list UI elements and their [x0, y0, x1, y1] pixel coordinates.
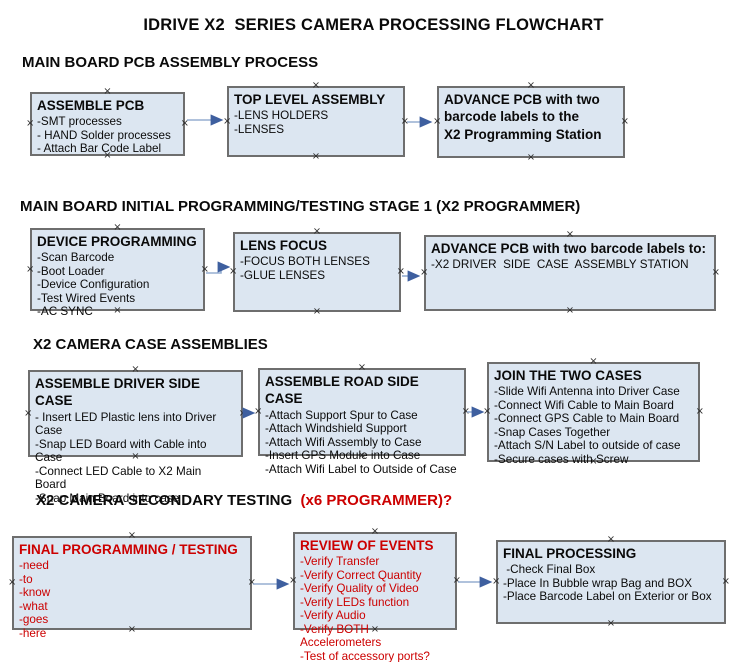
flow-box-top-level-assembly[interactable]: TOP LEVEL ASSEMBLY -LENS HOLDERS-LENSES … [223, 81, 409, 162]
box-line: - HAND Solder processes [37, 128, 171, 142]
flow-box-advance-pcb-driver-side-station[interactable]: ADVANCE PCB with two barcode labels to: … [420, 230, 720, 316]
box-line: -Snap Main Board into case [35, 491, 180, 505]
flow-box-final-processing[interactable]: FINAL PROCESSING -Check Final Box-Place … [492, 535, 730, 629]
box-line: -AC SYNC [37, 305, 93, 319]
box-line: -Verify Audio [300, 609, 366, 623]
page-title: IDRIVE X2 SERIES CAMERA PROCESSING FLOWC… [143, 16, 604, 34]
flow-box-assemble-road-side-case[interactable]: ASSEMBLE ROAD SIDE CASE -Attach Support … [254, 363, 470, 476]
box-line: -Boot Loader [37, 264, 105, 278]
box-lines: -Slide Wifi Antenna into Driver Case-Con… [494, 385, 692, 466]
box-line: -Insert GPS Module into Case [265, 449, 421, 463]
box-line: -Snap Cases Together [494, 425, 611, 439]
box-line: -Secure cases with Screw [494, 452, 629, 466]
box-title: ASSEMBLE DRIVER SIDE CASE [35, 376, 201, 409]
box-lines: -need-to-know-what-goes-here [19, 559, 244, 640]
section-heading-case-assemblies: X2 CAMERA CASE ASSEMBLIES [33, 336, 268, 353]
box-line: -Verify LEDs function [300, 595, 410, 609]
box-line: -Place In Bubble wrap Bag and BOX [503, 576, 693, 590]
box-title: DEVICE PROGRAMMING [37, 234, 197, 249]
box-line: -LENS HOLDERS [234, 109, 329, 123]
arrow-device-to-lensfocus[interactable] [206, 261, 231, 274]
box-line: -Connect Wifi Cable to Main Board [494, 398, 674, 412]
box-line: -LENSES [234, 122, 285, 136]
section-heading-initial-programming: MAIN BOARD INITIAL PROGRAMMING/TESTING S… [20, 198, 581, 215]
box-line: -Place Barcode Label on Exterior or Box [503, 590, 712, 604]
box-line: -know [19, 586, 51, 600]
box-title: JOIN THE TWO CASES [494, 368, 642, 383]
box-line: -goes [19, 613, 49, 627]
box-line: -here [19, 626, 47, 640]
box-line: -Snap LED Board with Cable into Case [35, 437, 210, 465]
box-title: TOP LEVEL ASSEMBLY [234, 92, 386, 107]
box-line: -FOCUS BOTH LENSES [240, 255, 370, 269]
box-line: -Connect GPS Cable to Main Board [494, 412, 680, 426]
box-line: -GLUE LENSES [240, 268, 326, 282]
box-line: -Slide Wifi Antenna into Driver Case [494, 385, 680, 399]
box-line: -to [19, 572, 33, 586]
box-line: -Test Wired Events [37, 291, 136, 305]
box-title: REVIEW OF EVENTS [300, 538, 434, 553]
flow-box-advance-pcb-programming-station[interactable]: ADVANCE PCB with two barcode labels to t… [433, 81, 629, 163]
box-line: -Test of accessory ports? [300, 649, 430, 662]
section-heading-black-part: X2 CAMERA SECONDARY TESTING [36, 492, 293, 509]
box-line: - Insert LED Plastic lens into Driver Ca… [35, 410, 220, 438]
box-line: -what [19, 599, 48, 613]
box-title: ASSEMBLE ROAD SIDE CASE [265, 374, 419, 407]
box-lines: -FOCUS BOTH LENSES-GLUE LENSES [240, 255, 393, 282]
box-title: ADVANCE PCB with two barcode labels to t… [444, 92, 602, 142]
flow-box-assemble-driver-side-case[interactable]: ASSEMBLE DRIVER SIDE CASE - Insert LED P… [24, 365, 247, 505]
flow-box-join-the-two-cases[interactable]: JOIN THE TWO CASES -Slide Wifi Antenna i… [483, 357, 704, 467]
box-line: -Attach Support Spur to Case [265, 408, 418, 422]
box-line: -SMT processes [37, 115, 122, 129]
box-lines: -Attach Support Spur to Case-Attach Wind… [265, 409, 458, 477]
box-title: FINAL PROGRAMMING / TESTING [19, 542, 238, 557]
box-lines: -Check Final Box-Place In Bubble wrap Ba… [503, 563, 718, 604]
box-line: -X2 DRIVER SIDE CASE ASSEMBLY STATION [431, 258, 689, 272]
box-lines: -LENS HOLDERS-LENSES [234, 109, 397, 136]
box-title: ASSEMBLE PCB [37, 98, 145, 113]
box-line: -Attach Windshield Support [265, 422, 407, 436]
flow-box-final-programming-testing[interactable]: FINAL PROGRAMMING / TESTING -need-to-kno… [8, 531, 256, 640]
box-line: -Scan Barcode [37, 251, 115, 265]
box-lines: -SMT processes- HAND Solder processes- A… [37, 115, 177, 156]
flow-box-assemble-pcb[interactable]: ASSEMBLE PCB -SMT processes- HAND Solder… [26, 87, 189, 161]
box-line: - Attach Bar Code Label [37, 142, 162, 156]
box-line: -Verify Correct Quantity [300, 568, 422, 582]
box-line: -need [19, 559, 49, 573]
box-line: -Device Configuration [37, 278, 150, 292]
box-title: ADVANCE PCB with two barcode labels to: [431, 241, 707, 256]
box-lines: -X2 DRIVER SIDE CASE ASSEMBLY STATION [431, 258, 708, 272]
box-line: -Verify BOTH Accelerometers [300, 622, 382, 650]
box-line: -Attach Wifi Label to Outside of Case [265, 462, 457, 476]
section-heading-pcb-assembly: MAIN BOARD PCB ASSEMBLY PROCESS [22, 54, 319, 71]
flow-box-review-of-events[interactable]: REVIEW OF EVENTS -Verify Transfer-Verify… [289, 527, 461, 662]
box-line: -Verify Quality of Video [300, 582, 419, 596]
box-line: -Attach Wifi Assembly to Case [265, 435, 422, 449]
box-line: -Attach S/N Label to outside of case [494, 439, 681, 453]
box-line: -Verify Transfer [300, 555, 380, 569]
box-line: -Connect LED Cable to X2 Main Board [35, 464, 205, 492]
box-lines: -Scan Barcode-Boot Loader-Device Configu… [37, 251, 197, 319]
box-lines: - Insert LED Plastic lens into Driver Ca… [35, 411, 235, 506]
box-title: LENS FOCUS [240, 238, 328, 253]
box-line: -Check Final Box [503, 563, 596, 577]
flow-box-lens-focus[interactable]: LENS FOCUS -FOCUS BOTH LENSES-GLUE LENSE… [229, 227, 405, 317]
section-heading-red-part: (x6 PROGRAMMER)? [292, 492, 453, 509]
box-title: FINAL PROCESSING [503, 546, 637, 561]
box-lines: -Verify Transfer-Verify Correct Quantity… [300, 555, 449, 662]
section-heading-secondary-testing: X2 CAMERA SECONDARY TESTING (x6 PROGRAMM… [36, 492, 452, 509]
